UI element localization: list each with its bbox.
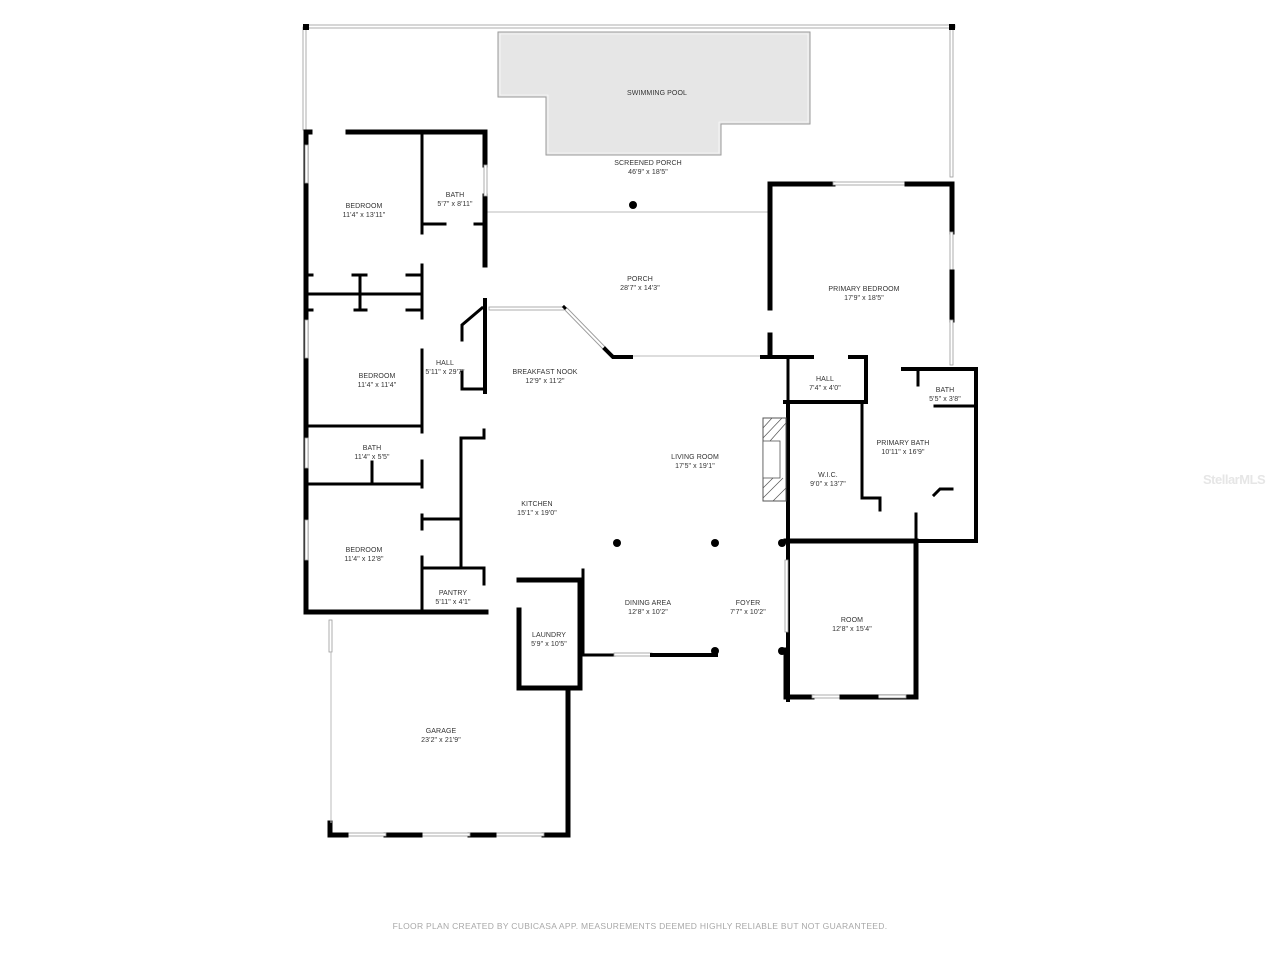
room-label-swimming-pool: SWIMMING POOL bbox=[627, 90, 687, 97]
column-post bbox=[629, 201, 637, 209]
swimming-pool bbox=[497, 31, 811, 156]
footer-disclaimer: FLOOR PLAN CREATED BY CUBICASA APP. MEAS… bbox=[392, 921, 888, 931]
screened-porch-boundary bbox=[302, 24, 956, 178]
fireplace bbox=[762, 417, 787, 502]
room-label-wic: W.I.C.9'0" x 13'7" bbox=[810, 472, 846, 488]
watermark-logo: StellarMLS bbox=[1203, 472, 1266, 487]
walls bbox=[303, 129, 978, 838]
